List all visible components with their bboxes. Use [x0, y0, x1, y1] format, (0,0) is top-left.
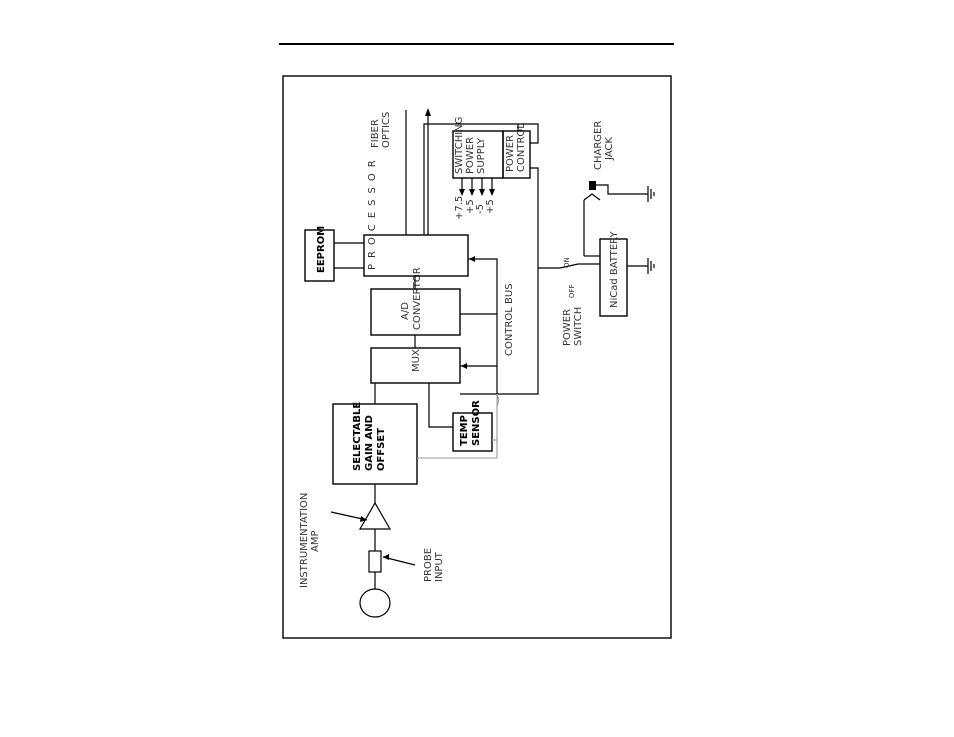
charger-jack	[589, 181, 596, 190]
probe-leader-arrow	[383, 554, 389, 560]
probe-connector	[369, 551, 381, 572]
temp-sensor-label: TEMP SENSOR	[459, 400, 482, 446]
battery-ground-symbol	[648, 258, 654, 274]
charger-ground-wire	[596, 185, 648, 194]
switch-on-label: ON	[563, 257, 571, 268]
control-bus-label: CONTROL BUS	[504, 283, 515, 356]
control-bus-arrow-mux	[461, 363, 467, 369]
ad-convertor-label: A/D CONVERTOR	[400, 267, 423, 330]
nicad-battery-label: NiCad BATTERY	[609, 231, 620, 308]
control-bus-arrow-processor	[469, 256, 475, 262]
switching-power-supply-label: SWITCHING POWER SUPPLY	[454, 113, 487, 174]
switch-off-label: OFF	[568, 284, 576, 298]
charger-jack-label: CHARGER JACK	[593, 118, 615, 171]
mux-label: MUX	[411, 349, 422, 372]
charger-ground-symbol	[648, 186, 654, 202]
processor-label: PROCESSOR	[367, 154, 378, 270]
fiber-arrow	[425, 108, 431, 116]
selectable-gain-label: SELECTABLE GAIN AND OFFSET	[352, 398, 387, 471]
charger-jack-contact	[584, 194, 600, 200]
instrumentation-amp-label: INSTRUMENTATION AMP	[299, 489, 321, 588]
control-bus-vertical	[468, 259, 497, 394]
selectable-gain-block	[333, 404, 417, 484]
fiber-optics-label: FIBER OPTICS	[370, 112, 392, 148]
rail-label-1: +7.5	[454, 196, 465, 220]
eeprom-label: EEPROM	[316, 226, 327, 273]
rail-label-4: +5	[485, 199, 496, 214]
power-control-label: POWER CONTROL	[505, 123, 527, 172]
probe-input-label: PROBE INPUT	[423, 545, 445, 582]
instrumentation-amp	[360, 503, 390, 529]
temp-to-mux-wire	[429, 383, 453, 427]
power-switch-label: POWER SWITCH	[562, 306, 584, 346]
probe-sensor	[360, 589, 390, 617]
supply-rail-arrows	[459, 178, 495, 196]
